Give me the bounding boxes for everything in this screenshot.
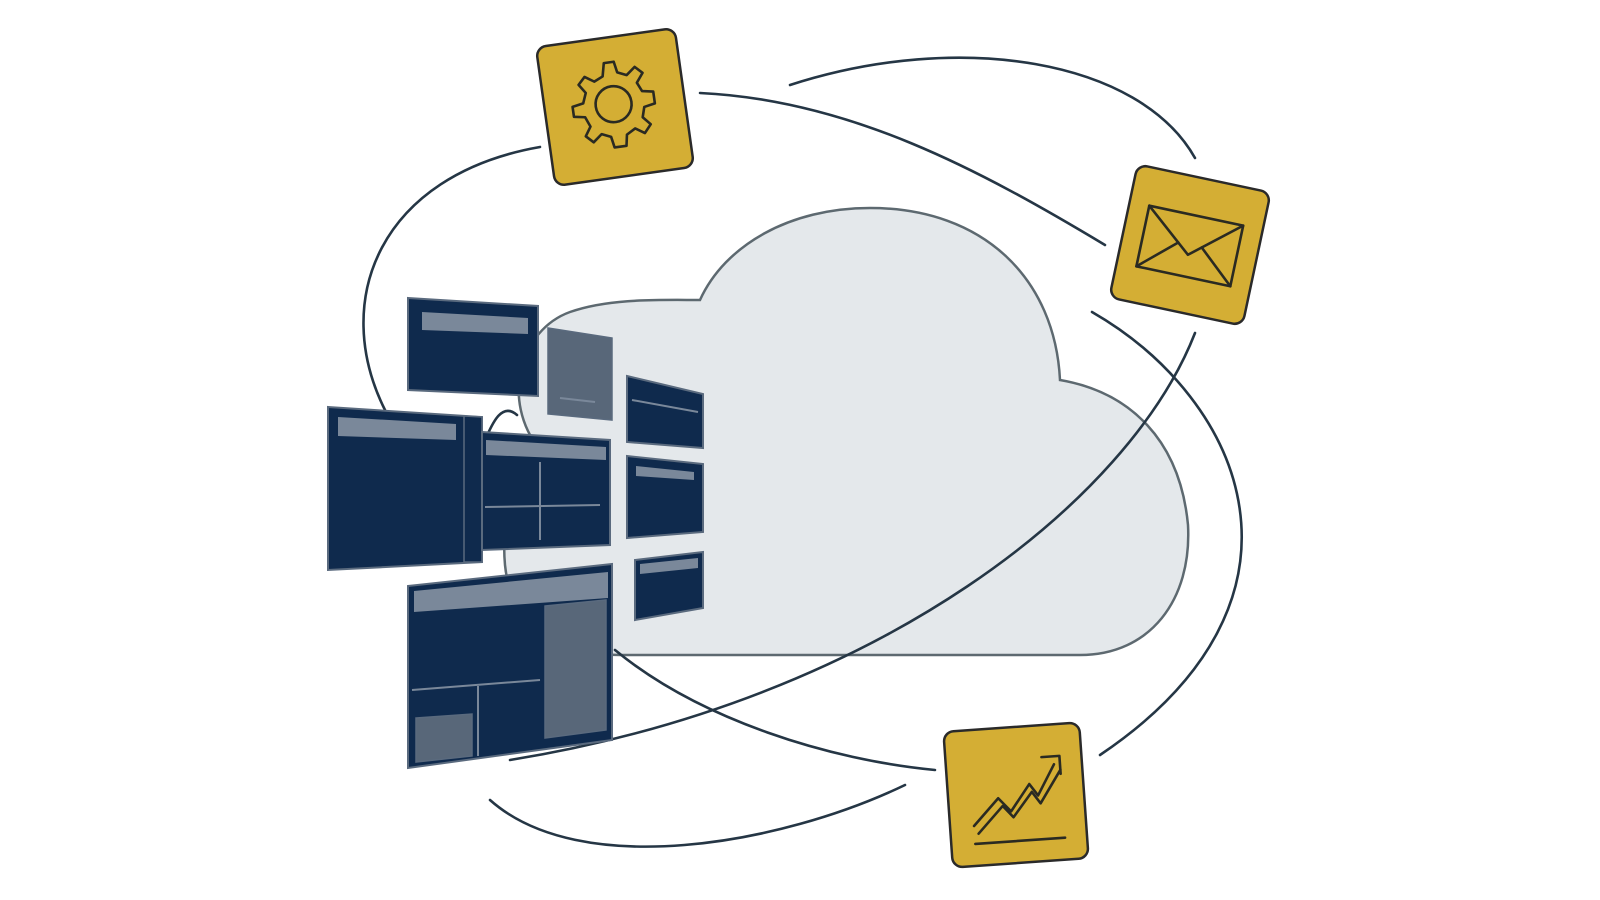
- orbit-line: [508, 331, 1197, 762]
- orbit-line: [488, 783, 907, 848]
- orbit-lines: [362, 56, 1243, 848]
- orbit-line: [788, 56, 1197, 160]
- window-panel: [407, 562, 613, 770]
- gear-icon: [571, 60, 657, 149]
- orbit-line: [698, 91, 1107, 247]
- settings-tile: [535, 27, 695, 187]
- window-panels: [327, 296, 704, 770]
- window-panel: [626, 454, 704, 540]
- orbit-line: [362, 145, 542, 412]
- orbit-line: [613, 648, 937, 772]
- mail-icon: [1135, 204, 1245, 288]
- window-panel: [547, 327, 613, 421]
- window-panel: [626, 374, 704, 450]
- orbit-line: [1090, 310, 1243, 757]
- trending-up-icon: [972, 754, 1067, 846]
- window-panel: [327, 405, 483, 572]
- window-panel: [407, 296, 539, 398]
- window-panel: [634, 550, 704, 622]
- growth-tile: [942, 721, 1090, 869]
- mail-tile: [1109, 164, 1271, 326]
- window-panel: [481, 430, 611, 552]
